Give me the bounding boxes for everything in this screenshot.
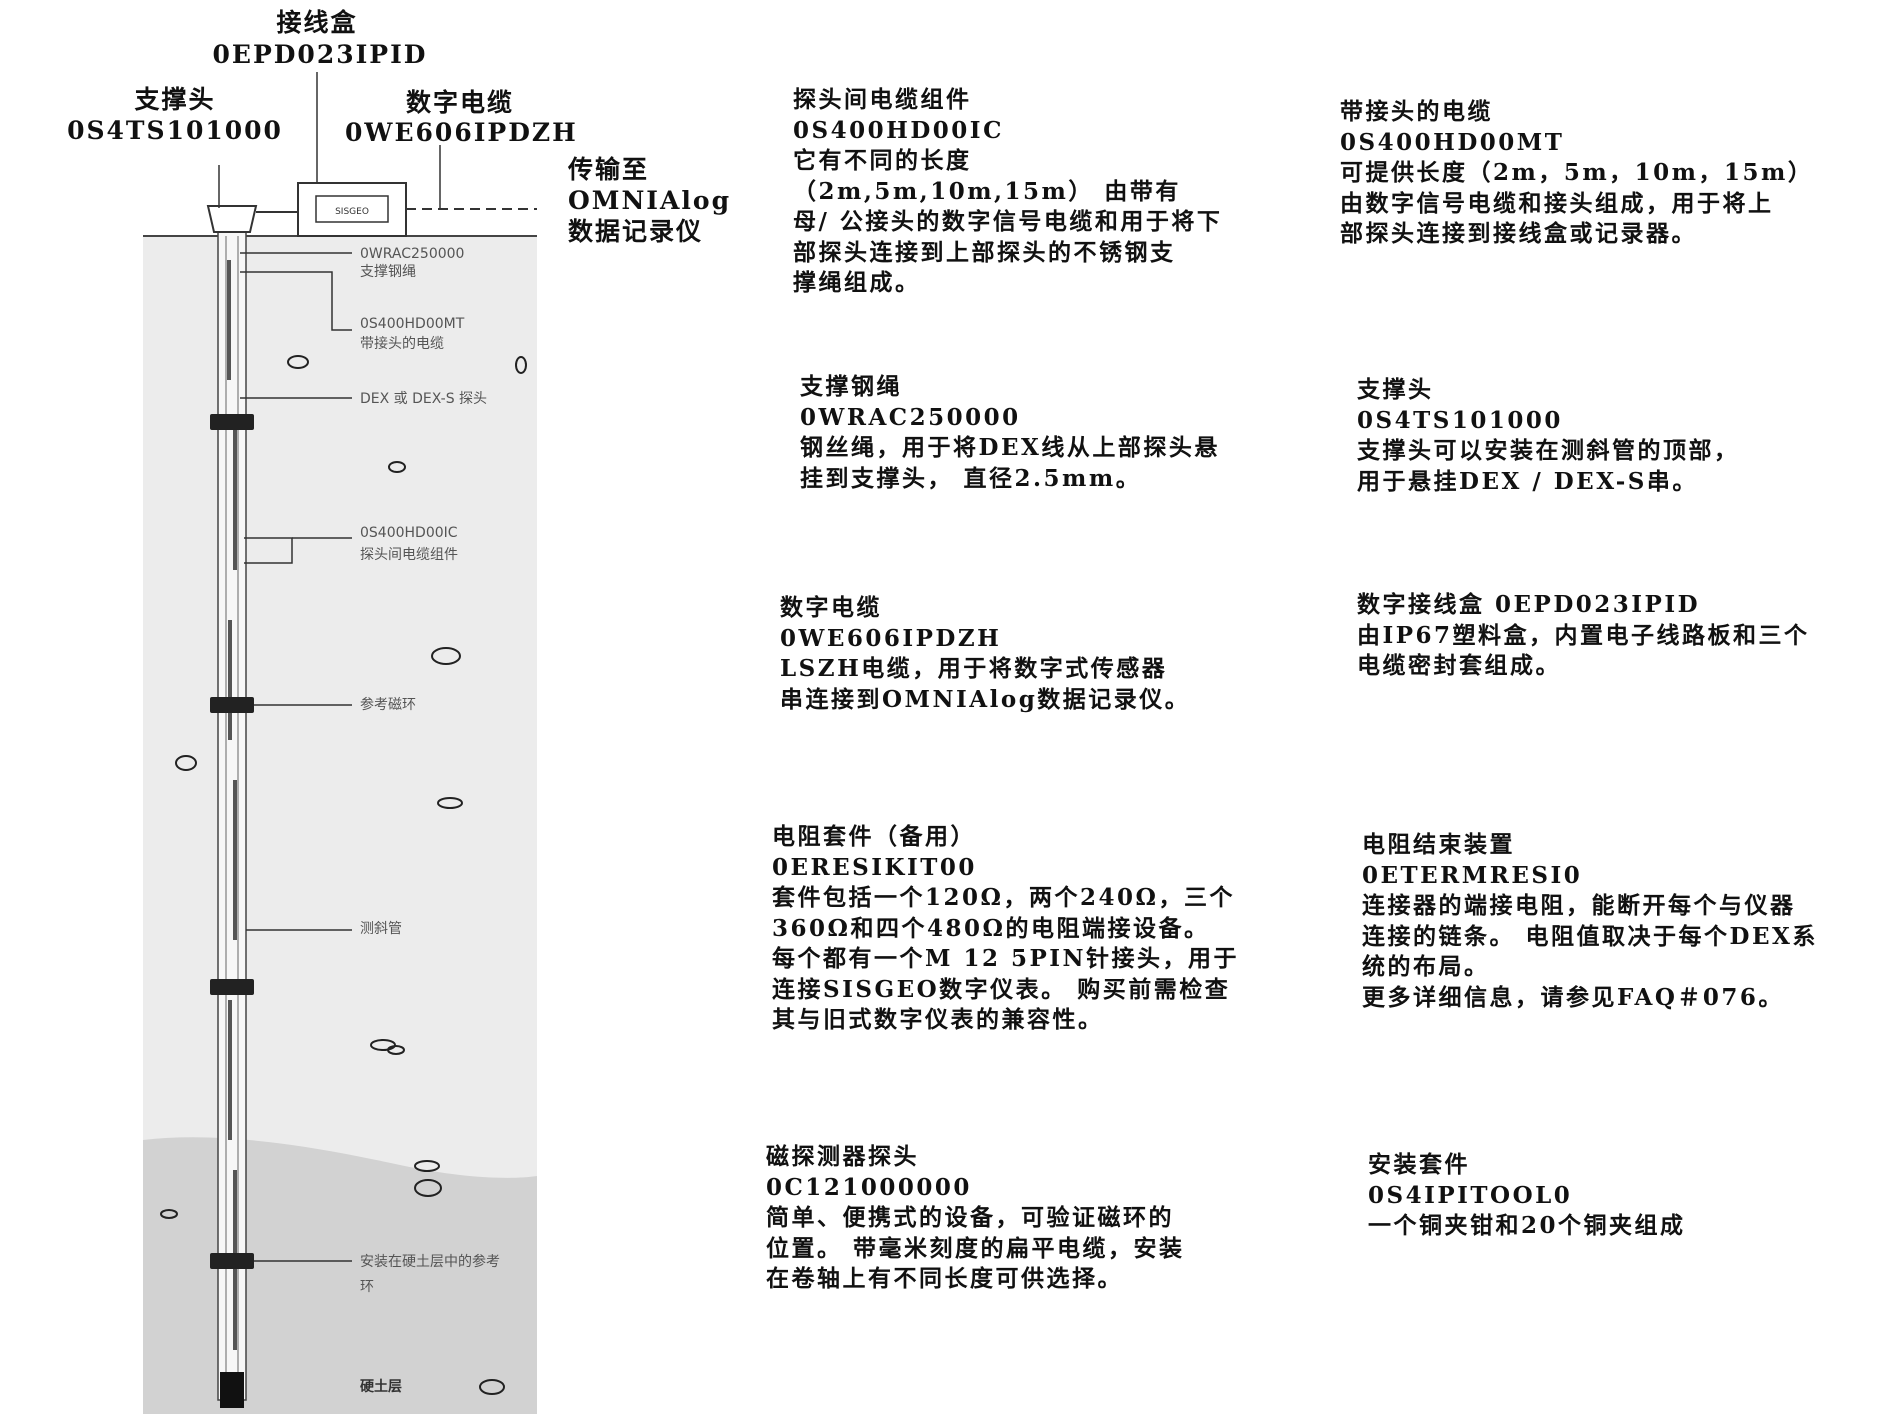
desc-cable-with-connector: 带接头的电缆 0S400HD00MT 可提供长度（2m，5m，10m，15m） … <box>1340 98 1814 247</box>
transfer-line1: 传输至 <box>568 155 650 184</box>
desc-install-kit: 安装套件 0S4IPITOOL0 一个铜夹钳和20个铜夹组成 <box>1368 1151 1686 1239</box>
label-cable-mt-code: 0S400HD00MT <box>360 316 465 332</box>
label-wire-name: 支撑钢绳 <box>360 264 416 280</box>
desc-support-wire: 支撑钢绳 0WRAC250000 钢丝绳，用于将DEX线从上部探头悬 挂到支撑头… <box>800 373 1220 492</box>
desc-resistor-kit: 电阻套件（备用） 0ERESIKIT00 套件包括一个120Ω，两个240Ω，三… <box>772 823 1240 1033</box>
desc-support-head: 支撑头 0S4TS101000 支撑头可以安装在测斜管的顶部， 用于悬挂DEX … <box>1357 376 1740 495</box>
inclinometer-casing <box>217 231 247 1401</box>
label-wire-code: 0WRAC250000 <box>360 246 465 262</box>
support-head <box>206 205 258 233</box>
label-ref-ring: 参考磁环 <box>360 697 416 713</box>
hard-soil-layer <box>143 1137 537 1414</box>
desc-termination-device: 电阻结束装置 0ETERMRESI0 连接器的端接电阻，能断开每个与仪器 连接的… <box>1362 831 1818 1011</box>
desc-magnetic-probe: 磁探测器探头 0C121000000 简单、便携式的设备，可验证磁环的 位置。 … <box>766 1143 1185 1292</box>
label-cable-ic-name: 探头间电缆组件 <box>360 547 458 563</box>
digital-cable-code: 0WE606IPDZH <box>345 118 578 147</box>
support-head-code: 0S4TS101000 <box>67 116 283 145</box>
transfer-line2: OMNIAlog <box>568 186 732 215</box>
leader-lines <box>240 252 352 1262</box>
desc-digital-cable: 数字电缆 0WE606IPDZH LSZH电缆，用于将数字式传感器 串连接到OM… <box>780 594 1191 713</box>
label-cable-mt-name: 带接头的电缆 <box>360 336 444 352</box>
desc-junction-box: 数字接线盒 0EPD023IPID 由IP67塑料盒，内置电子线路板和三个 电缆… <box>1357 591 1810 679</box>
transfer-line3: 数据记录仪 <box>568 217 704 246</box>
junction-box-code: 0EPD023IPID <box>212 40 428 69</box>
label-hard-ring-1: 安装在硬土层中的参考 <box>360 1254 500 1270</box>
casing-bottom <box>220 1372 244 1408</box>
box-label: SISGEO <box>335 207 369 217</box>
support-head-title: 支撑头 <box>134 85 216 114</box>
junction-box-title: 接线盒 <box>276 8 358 37</box>
label-probe: DEX 或 DEX-S 探头 <box>360 391 488 407</box>
digital-cable-title: 数字电缆 <box>405 88 514 117</box>
label-cable-ic-code: 0S400HD00IC <box>360 525 458 541</box>
label-casing: 测斜管 <box>360 921 402 937</box>
magnetic-rings <box>210 414 254 1269</box>
pebbles <box>160 355 527 1395</box>
label-hard-layer: 硬土层 <box>360 1379 402 1395</box>
desc-inter-probe-cable: 探头间电缆组件 0S400HD00IC 它有不同的长度 （2m,5m,10m,1… <box>793 86 1223 296</box>
label-hard-ring-2: 环 <box>360 1279 374 1295</box>
